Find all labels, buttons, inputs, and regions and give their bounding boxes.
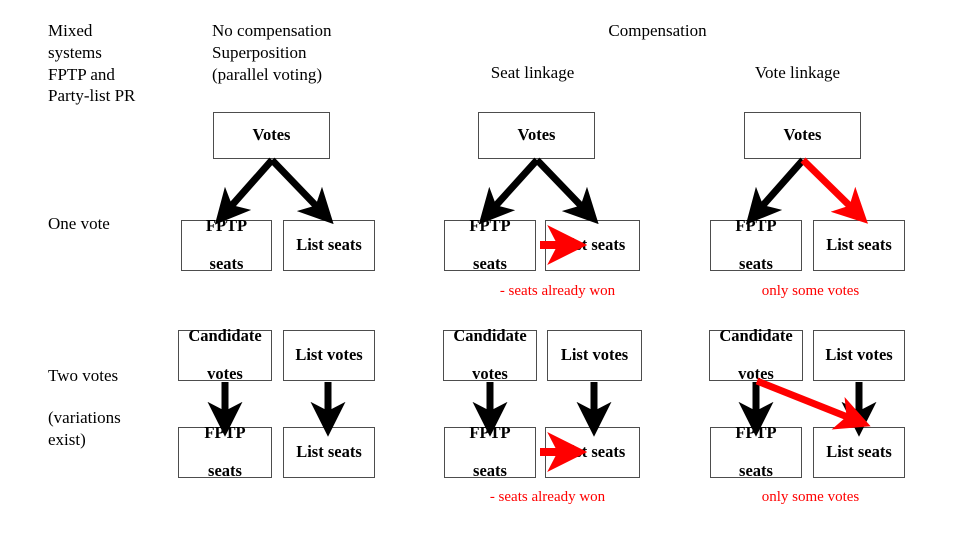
box-fptp-seats-col3-row1: FPTP seats (710, 216, 802, 274)
box-label-line-2: seats (473, 253, 507, 273)
box-label: List seats (559, 442, 626, 462)
col1-header-line-3: (parallel voting) (212, 64, 322, 84)
box-list-seats-col2-row2: List seats (545, 427, 640, 478)
box-label: List votes (560, 345, 629, 365)
box-label: List seats (826, 442, 892, 462)
box-label: FPTP seats (469, 423, 511, 481)
column-header-seat-linkage: Seat linkage (490, 63, 575, 82)
box-list-seats-col3-row1: List seats (813, 220, 905, 271)
box-candidate-votes-col3: Candidate votes (709, 326, 803, 384)
box-label: List votes (825, 345, 893, 365)
col1-header-line-2: Superposition (212, 42, 307, 62)
box-label-line-2: seats (739, 460, 773, 480)
two-votes-note-line-2: exist) (48, 429, 86, 449)
box-fptp-seats-col2-row2: FPTP seats (444, 423, 536, 481)
box-label-line-2: seats (473, 460, 507, 480)
column-header-vote-linkage: Vote linkage (754, 63, 841, 82)
box-label: List seats (559, 235, 626, 255)
box-votes-col2: Votes (478, 112, 595, 159)
box-label: FPTP seats (204, 423, 246, 481)
box-label-line-2: seats (208, 460, 242, 480)
box-label: FPTP seats (205, 216, 248, 274)
box-label-line-2: votes (472, 363, 508, 383)
arrow-votes-to-list-col1 (269, 157, 334, 225)
box-label-line-2: seats (739, 253, 773, 273)
box-label: Votes (783, 125, 822, 145)
box-label: List seats (826, 235, 892, 255)
arrow-votes-to-list-col3-red (800, 157, 868, 224)
note-seats-already-won-row2: - seats already won (489, 489, 606, 505)
box-label-line-1: FPTP (469, 216, 511, 236)
box-fptp-seats-col1-row1: FPTP seats (181, 216, 272, 274)
box-label: FPTP seats (735, 216, 777, 274)
note-seats-already-won-row1: - seats already won (499, 283, 616, 299)
corner-label-line-3: FPTP and (48, 64, 115, 84)
box-label-line-1: FPTP (204, 423, 246, 443)
box-list-votes-col3: List votes (813, 330, 905, 381)
box-list-votes-col1: List votes (283, 330, 375, 381)
note-only-some-votes-row2: only some votes (761, 489, 860, 505)
col1-header-line-1: No compensation (212, 21, 332, 40)
corner-label-line-4: Party-list PR (48, 86, 136, 106)
box-label-line-1: FPTP (469, 423, 511, 443)
row-label-one-vote: One vote (48, 214, 110, 233)
box-votes-col1: Votes (213, 112, 330, 159)
box-list-seats-col3-row2: List seats (813, 427, 905, 478)
box-label-line-1: Candidate (453, 326, 527, 346)
arrow-votes-to-list-col2 (534, 157, 599, 225)
box-label-line-1: FPTP (205, 216, 248, 236)
box-label: FPTP seats (469, 216, 511, 274)
box-label-line-1: FPTP (735, 216, 777, 236)
arrow-votes-to-fptp-col3 (745, 157, 806, 225)
box-label-line-1: Candidate (188, 326, 262, 346)
box-label: List votes (295, 345, 363, 365)
corner-label-line-2: systems (48, 42, 102, 62)
box-label: Candidate votes (188, 326, 262, 384)
box-votes-col3: Votes (744, 112, 861, 159)
group-header-compensation: Compensation (608, 21, 707, 40)
note-only-some-votes-row1: only some votes (761, 283, 860, 299)
box-list-seats-col2-row1: List seats (545, 220, 640, 271)
box-label-line-2: seats (209, 253, 244, 273)
box-candidate-votes-col1: Candidate votes (178, 326, 272, 384)
box-label: Votes (517, 125, 556, 145)
box-label-line-1: FPTP (735, 423, 777, 443)
box-fptp-seats-col2-row1: FPTP seats (444, 216, 536, 274)
box-label-line-2: votes (207, 363, 243, 383)
box-list-seats-col1-row1: List seats (283, 220, 375, 271)
box-label: Votes (252, 125, 291, 145)
row-label-two-votes-note: (variations exist) (48, 407, 121, 451)
box-label: List seats (296, 235, 362, 255)
box-label: FPTP seats (735, 423, 777, 481)
box-fptp-seats-col1-row2: FPTP seats (178, 423, 272, 481)
box-label-line-2: votes (738, 363, 774, 383)
box-candidate-votes-col2: Candidate votes (443, 326, 537, 384)
arrow-vote-linkage-col3-row2-red (755, 377, 871, 430)
row-label-two-votes: Two votes (48, 366, 119, 385)
box-label: Candidate votes (453, 326, 527, 384)
box-label: Candidate votes (719, 326, 793, 384)
box-list-votes-col2: List votes (547, 330, 642, 381)
arrow-votes-to-fptp-col2 (478, 157, 540, 225)
box-label: List seats (296, 442, 362, 462)
box-label-line-1: Candidate (719, 326, 793, 346)
box-list-seats-col1-row2: List seats (283, 427, 375, 478)
two-votes-note-line-1: (variations (48, 408, 121, 427)
corner-label-line-1: Mixed (48, 21, 93, 40)
box-fptp-seats-col3-row2: FPTP seats (710, 423, 802, 481)
arrow-votes-to-fptp-col1 (214, 157, 275, 225)
